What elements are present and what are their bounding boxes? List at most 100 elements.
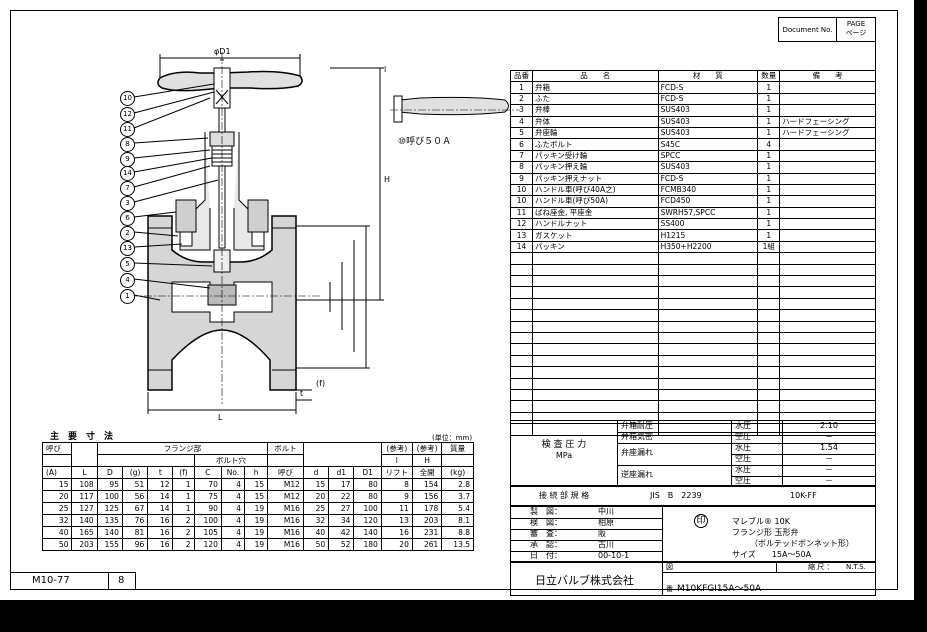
callout-4: 9 <box>120 152 135 167</box>
approval-name: 00-10-1 <box>598 551 630 560</box>
parts-cell-name: 弁棒 <box>531 104 659 117</box>
dim-cell: 51 <box>121 478 149 491</box>
scale-value: N.T.S. <box>846 563 866 571</box>
page-label-en: PAGE <box>846 20 866 28</box>
dim-cell: 2 <box>172 526 195 539</box>
dim-cell: 32 <box>302 514 330 527</box>
parts-cell-no: 3 <box>510 104 533 117</box>
parts-cell-mat: SUS403 <box>657 126 759 140</box>
parts-cell-name: 弁座輪 <box>531 126 659 140</box>
dim-col-header: No. <box>220 466 246 479</box>
scale-label: 縮 尺 ： <box>808 563 834 571</box>
dim-cell: 15 <box>302 478 330 491</box>
dim-cell: 8.8 <box>441 526 474 539</box>
dim-cell: 140 <box>71 514 98 527</box>
parts-cell-name: パッキン押え輪 <box>531 161 659 174</box>
footer-page-no: 8 <box>118 575 125 586</box>
parts-cell-note <box>779 195 876 208</box>
dim-cell: 8.1 <box>441 514 474 527</box>
dim-head-ref2: (参考) <box>411 442 443 455</box>
parts-cell-name: ばね座金, 平座金 <box>531 206 659 220</box>
parts-cell-note: ハードフェーシング <box>779 115 876 128</box>
dim-cell: 12 <box>147 478 174 491</box>
parts-cell-no: 14 <box>510 240 533 254</box>
dim-cell: 96 <box>121 538 149 551</box>
parts-cell-note <box>779 104 876 117</box>
parts-cell-name: パッキン受け輪 <box>531 149 659 163</box>
parts-cell-qty: 1 <box>757 104 781 117</box>
dim-cell: 67 <box>121 502 149 515</box>
parts-cell-no: 13 <box>510 229 533 242</box>
dim-cell: 50 <box>41 538 73 551</box>
dim-f-label: (f) <box>316 379 325 388</box>
dim-cell: 154 <box>411 478 443 491</box>
dim-col-header: d1 <box>328 466 355 479</box>
dim-cell: M12 <box>267 490 304 503</box>
dim-cell: 19 <box>244 538 269 551</box>
parts-cell-note <box>779 81 876 94</box>
parts-cell-note <box>779 92 876 106</box>
parts-cell-name: パッキン押えナット <box>531 172 659 185</box>
dim-l-label: l <box>384 65 386 74</box>
dim-cell: 80 <box>353 478 382 491</box>
dim-cell: 80 <box>353 490 382 503</box>
parts-cell-no: 12 <box>510 218 533 231</box>
parts-cell-note <box>779 161 876 174</box>
title-brand: マレブル® 10K <box>732 517 790 526</box>
parts-header-1: 品 名 <box>531 69 659 83</box>
pressure-medium: 空圧 <box>735 476 751 485</box>
dim-head-bolt: ボルト <box>267 442 304 455</box>
dim-cell: 56 <box>121 490 149 503</box>
pressure-medium: 水圧 <box>735 465 751 474</box>
dim-head-bolthole: ボルト穴 <box>193 454 269 467</box>
approval-role: 製 図： <box>530 507 562 516</box>
drawing-sheet: Document No. PAGE ページ <box>0 0 914 600</box>
pressure-medium: 空圧 <box>735 454 751 463</box>
parts-cell-name: ガスケット <box>531 229 659 242</box>
parts-cell-name: ふた <box>531 92 659 106</box>
dim-cell: 20 <box>302 490 330 503</box>
dim-cell: 11 <box>380 502 413 515</box>
dim-cell: 4 <box>220 514 246 527</box>
dim-cell: 1 <box>172 502 195 515</box>
parts-cell-qty: 1 <box>757 206 781 220</box>
dim-cell: 140 <box>96 526 123 539</box>
parts-cell-mat: SPCC <box>657 149 759 163</box>
approval-role: 検 図： <box>530 518 562 527</box>
parts-cell-name: 弁体 <box>531 115 659 128</box>
dim-cell: 2 <box>172 538 195 551</box>
parts-cell-mat: SWRH57,SPCC <box>657 206 759 220</box>
parts-cell-qty: 1 <box>757 149 781 163</box>
dimensions-unit: (単位：mm) <box>432 434 473 442</box>
dim-cell: 14 <box>147 502 174 515</box>
dim-cell: 14 <box>147 490 174 503</box>
dim-cell: 90 <box>193 502 222 515</box>
dim-cell: 2.8 <box>441 478 474 491</box>
dim-cell: 95 <box>96 478 123 491</box>
callout-11: 5 <box>120 257 135 272</box>
parts-cell-mat: FCMB340 <box>657 183 759 197</box>
dim-cell: 120 <box>193 538 222 551</box>
dim-col-header: 全開 <box>411 466 443 479</box>
drawing-frame <box>10 10 898 590</box>
pressure-unit: MPa <box>555 451 573 460</box>
parts-cell-qty: 1 <box>757 81 781 94</box>
dim-cell: 178 <box>411 502 443 515</box>
callout-1: 12 <box>120 107 135 122</box>
callout-8: 6 <box>120 211 135 226</box>
company-name: 日立バルブ株式会社 <box>535 574 634 587</box>
dim-cell: 13.5 <box>441 538 474 551</box>
dim-col-header: (g) <box>121 466 149 479</box>
dim-head-flange: フランジ部 <box>96 442 269 455</box>
dim-cell: 42 <box>328 526 355 539</box>
dim-cell: 9 <box>380 490 413 503</box>
parts-cell-name: ハンドルナット <box>531 218 659 231</box>
pressure-item: 弁箱耐圧 <box>621 421 653 430</box>
dim-cell: M16 <box>267 514 304 527</box>
